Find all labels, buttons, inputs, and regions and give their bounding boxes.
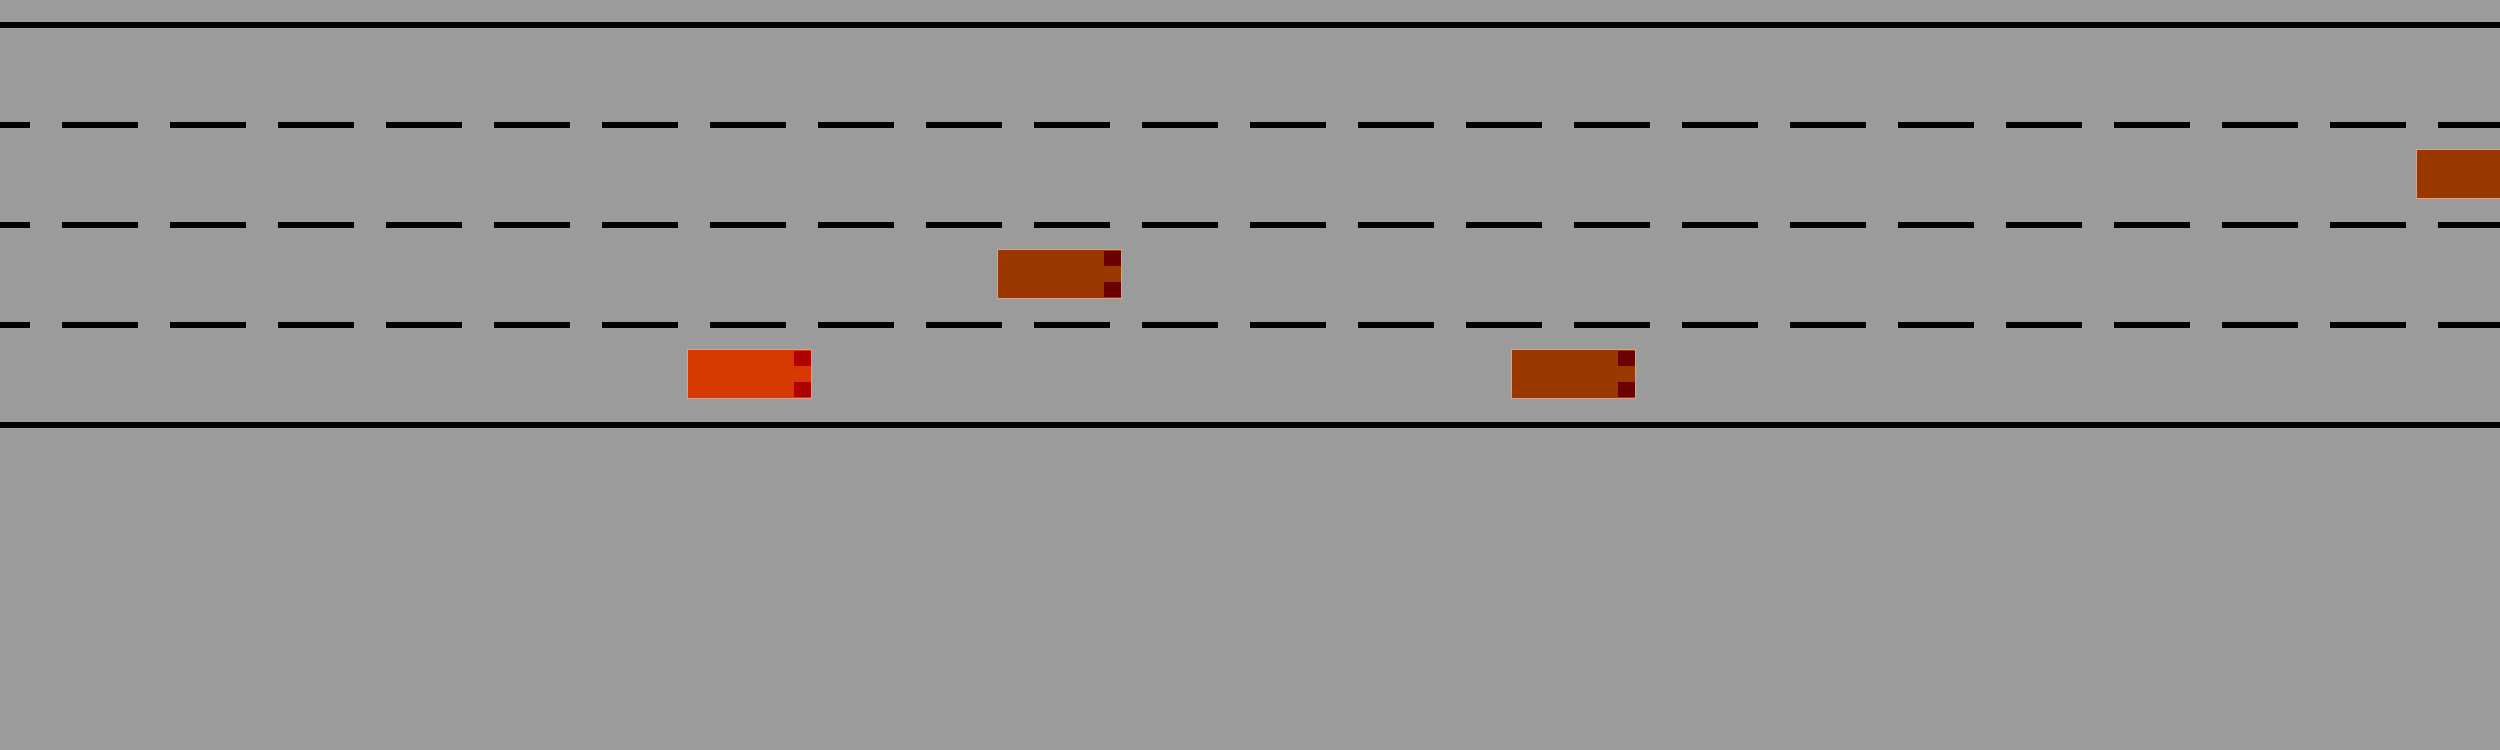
vehicle-headlight <box>1618 382 1635 397</box>
vehicle-headlight <box>1104 282 1121 297</box>
vehicle-other <box>2416 149 2500 199</box>
road-top-edge <box>0 22 2500 28</box>
vehicle-other <box>1511 349 1636 399</box>
vehicle-headlight <box>794 382 811 397</box>
road-bottom-edge <box>0 422 2500 428</box>
lane-divider-3 <box>0 322 2500 328</box>
vehicle-headlight <box>794 351 811 366</box>
lane-divider-1 <box>0 122 2500 128</box>
vehicle-headlight <box>1104 251 1121 266</box>
lane-divider-2 <box>0 222 2500 228</box>
vehicle-other <box>997 249 1122 299</box>
vehicle-ego <box>687 349 812 399</box>
vehicle-headlight <box>1618 351 1635 366</box>
